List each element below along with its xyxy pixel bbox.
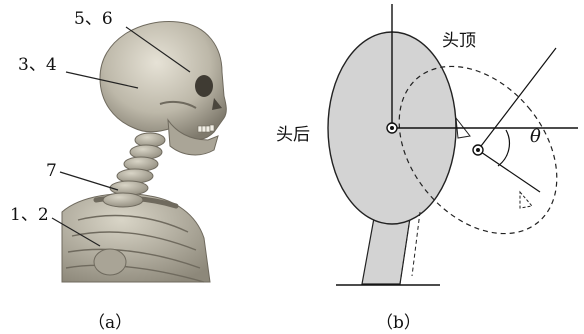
rotated-axis-down (478, 150, 540, 192)
nose-rotated (520, 192, 532, 208)
panel-a: 5、6 3、4 7 1、2 （a） (10, 9, 226, 333)
cervical-spine (103, 133, 165, 207)
label-back-of-head: 头后 (276, 125, 310, 145)
neck (362, 218, 410, 284)
ribcage (62, 194, 210, 282)
shoulder-joint (94, 249, 126, 275)
teeth (198, 125, 214, 132)
label-7: 7 (46, 161, 57, 181)
panel-b: 头顶 头后 θ （b） (276, 4, 584, 333)
angle-theta: θ (530, 126, 541, 147)
caption-b: （b） (376, 313, 421, 333)
caption-a: （a） (88, 313, 132, 333)
leader-7 (60, 172, 118, 190)
neck-rotated-dashed (412, 212, 420, 276)
eye-socket (195, 75, 213, 97)
skeleton-illustration (62, 22, 226, 282)
pivot-rotated (473, 145, 483, 155)
rotated-axis-up (478, 48, 556, 150)
label-top-of-head: 头顶 (442, 31, 476, 51)
label-3-4: 3、4 (18, 55, 57, 75)
label-5-6: 5、6 (74, 9, 113, 29)
pivot-upright (387, 123, 397, 133)
label-1-2: 1、2 (10, 205, 49, 225)
angle-arc (498, 130, 509, 166)
